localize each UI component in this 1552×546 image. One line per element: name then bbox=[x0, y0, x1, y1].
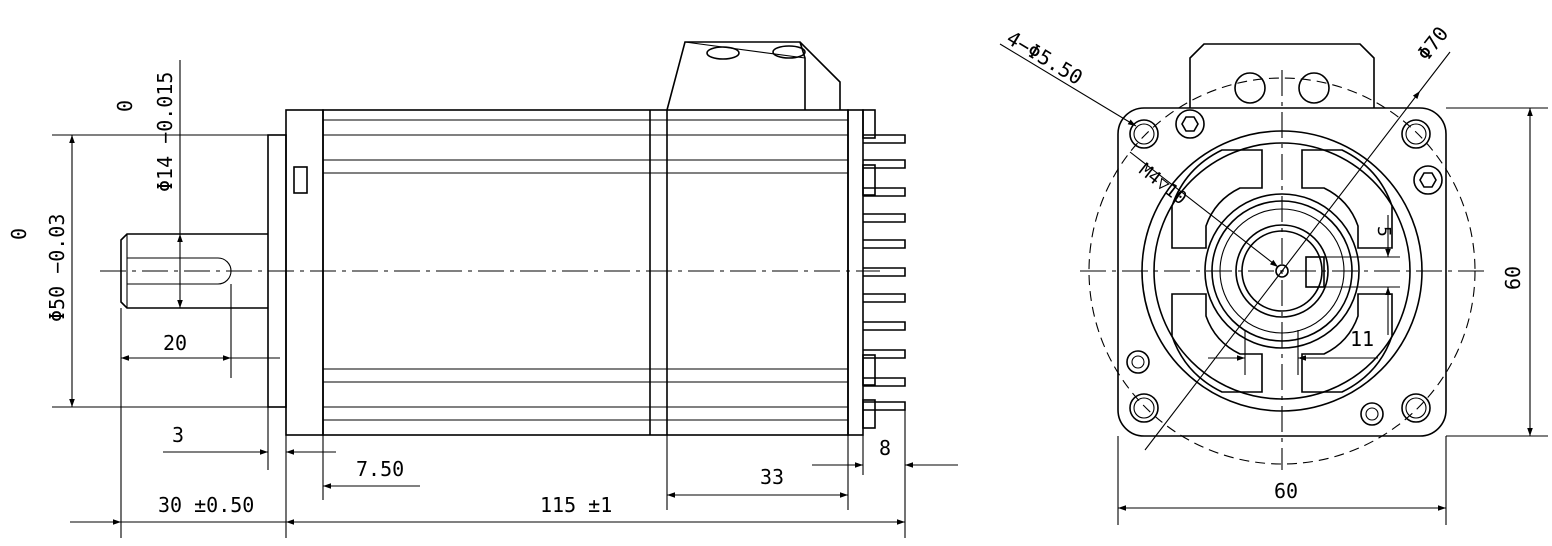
rear-cap bbox=[847, 109, 864, 436]
flange-windows bbox=[1171, 149, 1393, 393]
connector-block bbox=[666, 41, 841, 111]
flange-thickness-label: 7.50 bbox=[356, 457, 404, 481]
front-connector-tab bbox=[1189, 43, 1375, 108]
front-view: 4−Φ5.50 Φ70 M4▽10 5 11 60 60 bbox=[999, 22, 1548, 525]
rear-section-label: 33 bbox=[760, 465, 784, 489]
socket-screws bbox=[1175, 109, 1443, 195]
bolt-circle-label: Φ70 bbox=[1412, 22, 1453, 65]
pilot-tolerance-upper: 0 bbox=[7, 228, 31, 240]
pilot-diameter-label: Φ50 −0.03 bbox=[45, 214, 69, 322]
motor-body bbox=[322, 109, 849, 436]
flange-window bbox=[293, 166, 308, 194]
side-view: 0 Φ14 −0.015 0 Φ50 −0.03 20 3 7.50 30 ±0… bbox=[7, 41, 958, 538]
mounting-holes-label: 4−Φ5.50 bbox=[1002, 26, 1087, 90]
small-holes bbox=[1126, 350, 1384, 426]
shaft-diameter-label: Φ14 −0.015 bbox=[153, 72, 177, 192]
height-label: 60 bbox=[1501, 266, 1525, 290]
shaft-tolerance-upper: 0 bbox=[113, 100, 137, 112]
front-extension-lines bbox=[1117, 107, 1548, 525]
mounting-holes bbox=[1129, 119, 1431, 423]
mounting-plate bbox=[285, 109, 324, 436]
key-height-label: 5 bbox=[1373, 226, 1394, 237]
key bbox=[1305, 256, 1325, 288]
flange-step-label: 3 bbox=[172, 423, 184, 447]
dimension-lines bbox=[69, 60, 958, 525]
keyway-length-label: 20 bbox=[163, 331, 187, 355]
rear-fins bbox=[862, 109, 906, 429]
body-length-label: 115 ±1 bbox=[540, 493, 612, 517]
key-width-label: 11 bbox=[1350, 327, 1374, 351]
shaft-length-label: 30 ±0.50 bbox=[158, 493, 254, 517]
center-tap bbox=[1275, 264, 1289, 278]
front-dimension-lines bbox=[999, 43, 1533, 511]
connector-depth-label: 8 bbox=[879, 436, 891, 460]
width-label: 60 bbox=[1274, 479, 1298, 503]
square-flange bbox=[1117, 107, 1447, 437]
